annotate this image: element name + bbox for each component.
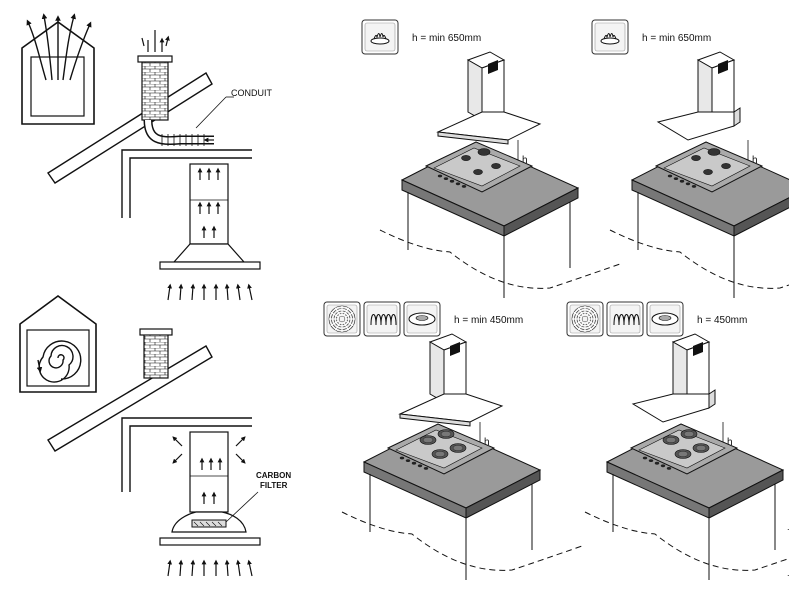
installation-panel-electric-chimney: h = min 450mm h [323, 301, 583, 580]
gas-hob [654, 141, 764, 193]
h-label: h [522, 155, 528, 166]
control-knob [673, 177, 679, 181]
wall-hood [631, 333, 716, 423]
airflow-arrows [167, 167, 253, 301]
control-knob [449, 179, 455, 183]
control-knob [417, 464, 423, 468]
gas-burner-icon [591, 19, 629, 55]
exhaust-house-icon [21, 13, 95, 125]
burner [707, 148, 721, 156]
h-label: h [727, 437, 733, 448]
burner [491, 163, 501, 169]
recirculation-diagram: CARBON FILTER [19, 295, 291, 577]
halogen-coil-icon [606, 301, 644, 337]
flexible-conduit [143, 96, 234, 146]
control-knob [654, 461, 660, 465]
control-knob [423, 467, 429, 470]
stray-dot: . [787, 522, 789, 532]
solid-plate-icon [403, 301, 441, 337]
control-knob [666, 467, 672, 470]
burner [473, 169, 483, 175]
control-knob [437, 174, 443, 178]
halogen-coil-icon [363, 301, 401, 337]
control-knob [667, 174, 673, 178]
carbon-filter [191, 491, 259, 528]
height-note: h = min 650mm [412, 33, 481, 44]
control-knob [455, 182, 461, 186]
installation-panel-gas-chimney: h = min 650mm h [361, 19, 621, 298]
carbon-filter-label-line2: FILTER [260, 481, 288, 490]
burner [477, 148, 491, 156]
control-knob [642, 456, 648, 460]
burner [721, 163, 731, 169]
gas-burner-icon [361, 19, 399, 55]
control-knob [411, 461, 417, 465]
height-note: h = min 650mm [642, 33, 711, 44]
height-note: h = 450mm [697, 315, 747, 326]
control-knob [691, 185, 697, 188]
control-knob [399, 456, 405, 460]
electric-hob [629, 423, 739, 475]
brick-chimney [137, 30, 173, 121]
carbon-filter-label-line1: CARBON [256, 471, 291, 480]
chimney-hood [398, 333, 504, 427]
control-knob [461, 185, 467, 188]
control-knob [679, 179, 685, 183]
radiant-hob-icon [566, 301, 604, 337]
control-knob [443, 177, 449, 181]
h-label: h [484, 437, 490, 448]
recirculation-house-icon [19, 295, 97, 393]
burner [461, 155, 471, 161]
electric-hob [386, 423, 496, 475]
solid-plate-icon [646, 301, 684, 337]
brick-chimney [139, 328, 173, 379]
stray-dot: . [787, 568, 789, 578]
h-label: h [752, 155, 758, 166]
control-knob [660, 464, 666, 468]
installation-panel-electric-wall: h = 450mm h [566, 301, 789, 580]
chimney-hood [436, 51, 542, 145]
control-knob [405, 459, 411, 462]
control-knob [648, 459, 654, 462]
installation-panel-gas-wall: h = min 650mm h [591, 19, 789, 298]
burner [703, 169, 713, 175]
burner [691, 155, 701, 161]
wall-hood [656, 51, 741, 141]
conduit-label: CONDUIT [231, 88, 272, 98]
ducted-extraction-diagram: CONDUIT [21, 13, 272, 301]
height-note: h = min 450mm [454, 315, 523, 326]
airflow-arrows [167, 436, 253, 577]
control-knob [685, 182, 691, 186]
gas-hob [424, 141, 534, 193]
radiant-hob-icon [323, 301, 361, 337]
